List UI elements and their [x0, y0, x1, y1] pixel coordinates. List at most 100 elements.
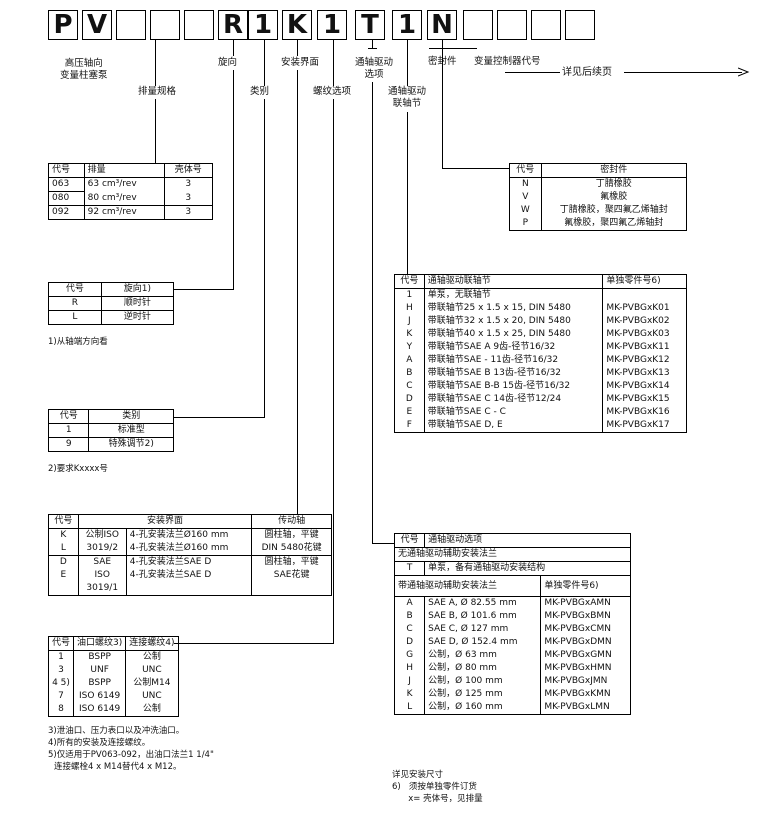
label-displacement: 排量规格: [138, 86, 177, 97]
col-part-no: 单独零件号6): [540, 575, 631, 597]
col-displacement: 排量: [83, 163, 165, 178]
code-box-7: 1: [248, 10, 278, 40]
col-connect-thread: 连接螺纹4): [125, 636, 179, 651]
col-code: 代号: [48, 514, 79, 529]
code-box-16: [565, 10, 595, 40]
col-shaft: 传动轴: [251, 514, 332, 529]
code-box-10: T: [355, 10, 385, 40]
col-code: 代号: [48, 163, 85, 178]
footnote-6-cont: x= 壳体号，见排量: [392, 794, 483, 804]
label-category: 类别: [250, 86, 270, 97]
code-box-14: [497, 10, 527, 40]
subheader-no-flange: 无通轴驱动辅助安装法兰: [394, 547, 631, 562]
note-see-dimensions: 详见安装尺寸: [392, 770, 444, 780]
col-seal: 密封件: [540, 163, 688, 178]
code-box-13: [463, 10, 493, 40]
code-box-1: P: [48, 10, 78, 40]
col-coupling: 通轴驱动联轴节: [423, 274, 604, 289]
col-housing: 壳体号: [163, 163, 213, 178]
col-mounting: 安装界面: [77, 514, 253, 529]
label-thru-coupling: 通轴驱动 联轴节: [388, 86, 427, 109]
col-code: 代号: [47, 409, 90, 424]
code-box-15: [531, 10, 561, 40]
code-box-11: 1: [392, 10, 422, 40]
code-box-2: V: [82, 10, 112, 40]
footnote-5: 5)仅适用于PV063-092，出油口法兰1 1/4": [48, 750, 214, 760]
code-box-6: R: [218, 10, 248, 40]
label-pump-type: 高压轴向 变量柱塞泵: [60, 58, 108, 81]
footnote-1: 1)从轴端方向看: [48, 337, 108, 347]
label-control: 变量控制器代号: [474, 56, 541, 67]
code-box-3: [116, 10, 146, 40]
col-port-thread: 油口螺纹3): [73, 636, 127, 651]
table-row: 3019/1: [48, 582, 332, 596]
label-thread: 螺纹选项: [313, 86, 352, 97]
col-code: 代号: [509, 163, 542, 178]
label-see-next-page: 详见后续页: [562, 67, 612, 78]
arrow-right-icon: [738, 67, 750, 77]
col-code: 代号: [394, 274, 425, 289]
col-rotation: 旋向1): [100, 282, 175, 297]
col-code: 代号: [47, 636, 75, 651]
col-code: 代号: [48, 282, 102, 297]
label-rotation: 旋向: [218, 57, 238, 68]
label-thru-drive: 通轴驱动 选项: [355, 57, 394, 80]
footnote-5-cont: 连接螺栓4 x M14替代4 x M12。: [54, 762, 182, 772]
code-box-5: [184, 10, 214, 40]
col-category: 类别: [88, 409, 174, 424]
footnote-4: 4)所有的安装及连接螺纹。: [48, 738, 151, 748]
col-code: 代号: [393, 533, 426, 548]
label-mounting: 安装界面: [281, 57, 320, 68]
footnote-2: 2)要求Kxxxx号: [48, 464, 108, 474]
footnote-3: 3)泄油口、压力表口以及冲洗油口。: [48, 726, 185, 736]
code-box-12: N: [427, 10, 457, 40]
footnote-6: 6) 须按单独零件订货: [392, 782, 477, 792]
